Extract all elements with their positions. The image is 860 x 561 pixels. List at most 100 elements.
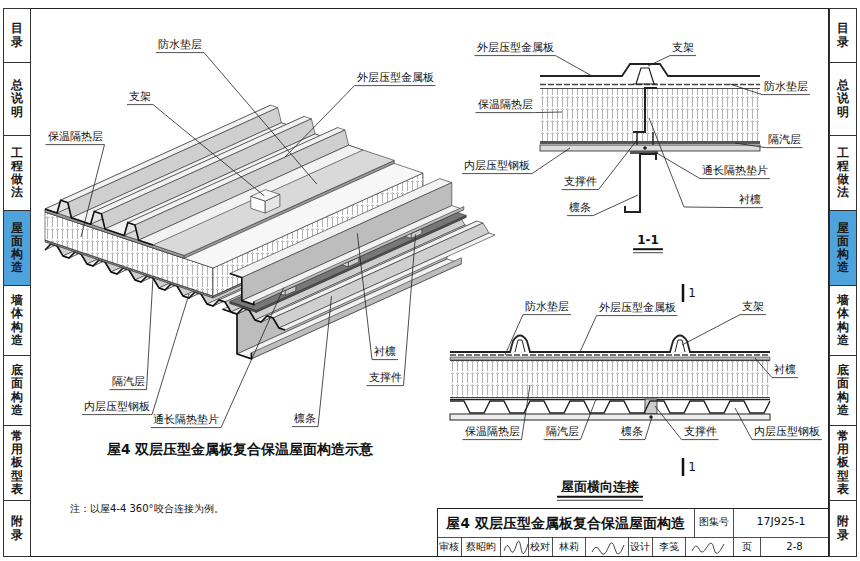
leader-underline xyxy=(292,426,318,427)
tab-text: 底面构造 xyxy=(11,364,23,417)
leader-line xyxy=(581,399,597,440)
tab-text: 目录 xyxy=(11,22,23,48)
leader-underline xyxy=(597,315,678,316)
outer-sheet xyxy=(135,130,349,240)
leader-line xyxy=(580,316,597,352)
side-tab: 工程做法 xyxy=(829,135,857,211)
leader-line xyxy=(204,53,317,185)
part-label: 通长隔热垫片 xyxy=(153,413,219,426)
bracket xyxy=(251,190,280,201)
leader-underline xyxy=(463,439,522,440)
part-label: 内层压型钢板 xyxy=(754,425,820,438)
tab-text: 附录 xyxy=(837,515,849,541)
side-tab: 附录 xyxy=(829,500,857,557)
vapor-layer xyxy=(450,399,770,400)
leader-line xyxy=(221,288,284,428)
leader-underline xyxy=(127,104,153,105)
table-cell: 图集号 xyxy=(699,516,729,528)
title-underline xyxy=(557,496,643,498)
leader-underline xyxy=(355,85,436,86)
part-label: 隔汽层 xyxy=(768,133,801,146)
signature xyxy=(692,543,724,554)
title-underline xyxy=(557,500,643,501)
leader-underline xyxy=(562,189,599,190)
note: 注：以屋4-4 360°咬合连接为例。 xyxy=(70,503,224,515)
leader-underline xyxy=(475,55,556,56)
table-cell: 设计 xyxy=(630,541,650,553)
side-tab: 屋面构造 xyxy=(3,210,31,286)
part-label: 檩条 xyxy=(294,412,316,425)
insulation-layer xyxy=(540,88,760,141)
side-tab: 底面构造 xyxy=(829,355,857,426)
waterproof-layer xyxy=(450,354,770,355)
liner-purlin-end xyxy=(230,274,254,305)
leader-line xyxy=(522,385,531,440)
part-label: 外层压型金属板 xyxy=(477,41,554,54)
signature xyxy=(592,543,624,555)
leader-line xyxy=(645,417,652,440)
side-tab: 底面构造 xyxy=(3,355,31,426)
vapor-layer xyxy=(540,142,760,143)
tab-text: 墙体构造 xyxy=(837,294,849,347)
leader-line xyxy=(318,296,332,426)
section-1-1 xyxy=(540,64,760,212)
bolt xyxy=(649,415,653,419)
leader-line xyxy=(682,315,740,345)
part-label: 通长隔热垫片 xyxy=(702,164,768,177)
part-label: 防水垫层 xyxy=(158,38,202,51)
bolt xyxy=(643,146,647,150)
side-tab: 总说明 xyxy=(3,62,31,136)
purlin xyxy=(450,414,770,420)
leader-line xyxy=(532,148,570,174)
leader-line xyxy=(648,56,670,66)
signature xyxy=(504,541,528,554)
leader-underline xyxy=(670,55,696,56)
outer-sheet xyxy=(128,128,345,225)
tab-text: 总说明 xyxy=(11,79,23,119)
deck-profile xyxy=(450,401,770,413)
section-cut-mark xyxy=(682,284,685,476)
leader-underline xyxy=(752,439,822,440)
section-mark: 1 xyxy=(688,460,696,474)
part-label: 防水垫层 xyxy=(525,300,569,313)
part-label: 保温隔热层 xyxy=(478,98,533,111)
leader-underline xyxy=(46,144,105,145)
title-block-frame xyxy=(438,509,829,557)
leader-line xyxy=(730,84,762,95)
part-label: 保温隔热层 xyxy=(48,130,103,143)
part-label: 外层压型金属板 xyxy=(599,301,676,314)
part-label: 内层压型钢板 xyxy=(464,159,530,172)
table-cell: 校对 xyxy=(530,541,550,553)
insulation-edge xyxy=(450,361,770,398)
title-underline xyxy=(633,252,663,253)
leader-underline xyxy=(682,439,719,440)
leader-line xyxy=(81,145,105,237)
tab-text: 目录 xyxy=(837,22,849,48)
leader-underline xyxy=(110,389,147,390)
table-cell: 2-8 xyxy=(786,541,802,553)
side-tab: 屋面构造 xyxy=(829,210,857,286)
tab-text: 总说明 xyxy=(837,79,849,119)
liner-purlin xyxy=(633,88,657,132)
tab-text: 底面构造 xyxy=(837,364,849,417)
part-label: 支架 xyxy=(672,41,694,54)
part-label: 支架 xyxy=(742,300,764,313)
bracket xyxy=(633,68,657,84)
liner-purlin xyxy=(254,207,464,305)
leader-underline xyxy=(772,377,798,378)
inner-deck xyxy=(540,145,760,151)
part-label: 衬檩 xyxy=(374,345,396,358)
drawing-title: 屋4 双层压型金属板复合保温屋面构造 xyxy=(446,514,684,530)
leader-line xyxy=(755,358,772,378)
title-underline xyxy=(633,248,663,250)
tab-text: 工程做法 xyxy=(11,147,23,200)
side-tab: 目录 xyxy=(829,8,857,63)
side-tab: 墙体构造 xyxy=(829,285,857,356)
leader-line xyxy=(505,315,523,355)
table-cell: 蔡昭昀 xyxy=(466,541,496,553)
purlin xyxy=(625,154,656,212)
side-tab: 附录 xyxy=(3,500,31,557)
liner-purlin xyxy=(450,357,770,360)
leader-underline xyxy=(372,359,398,360)
leader-underline xyxy=(82,414,152,415)
